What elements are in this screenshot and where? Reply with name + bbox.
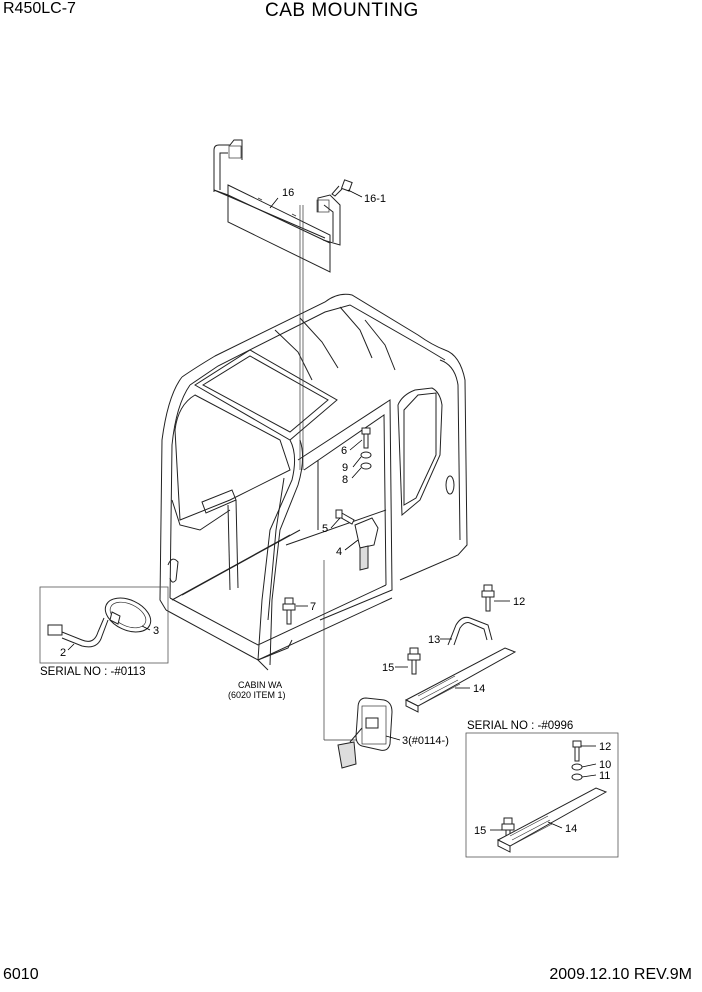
mirror-right [337,697,393,769]
callout-14b: 14 [565,823,577,835]
leader-lines [67,189,597,831]
bracket-4 [354,517,379,571]
cabin-note-line1: CABIN WA [238,680,282,690]
bolt-12 [481,584,495,612]
sun-visor [213,139,341,273]
callout-8: 8 [342,474,348,486]
callout-5: 5 [322,523,328,535]
serial-note-right: SERIAL NO : -#0996 [467,720,573,732]
bolt-15 [407,647,421,675]
page-number: 6010 [3,966,39,983]
cabin-note-line2: (6020 ITEM 1) [228,690,286,700]
bolt-16-1 [331,179,353,197]
revision-date: 2009.12.10 REV.9M [549,966,692,983]
callout-3: 3 [153,625,159,637]
bolt-6 [361,427,371,449]
callout-12: 12 [513,596,525,608]
bolt-12b [572,740,582,762]
callout-14: 14 [473,683,485,695]
washer-11 [571,773,583,781]
callout-9: 9 [342,462,348,474]
page-title: CAB MOUNTING [265,0,419,21]
callout-16: 16 [282,187,294,199]
washer-9 [360,451,372,459]
callout-4: 4 [336,546,342,558]
mirror-left [104,597,152,633]
callout-16-1: 16-1 [364,193,386,205]
mirror-arm-2 [47,617,109,648]
callout-2: 2 [60,647,66,659]
callout-15b: 15 [474,825,486,837]
step-plate-14b [496,787,608,853]
handrail-13 [447,616,493,646]
serial-box-left [39,586,169,664]
bolt-5 [335,509,355,525]
serial-box-right [465,732,619,858]
callout-15: 15 [382,662,394,674]
callout-3-alt: 3(#0114-) [402,735,449,747]
washer-8 [360,462,372,470]
model-code: R450LC-7 [3,0,76,17]
alignment-lines [299,205,360,741]
cabin-body [159,293,468,671]
callout-7: 7 [310,601,316,613]
callout-11: 11 [599,770,610,782]
washer-10 [571,763,583,771]
serial-note-left: SERIAL NO : -#0113 [40,666,145,678]
callout-12b: 12 [599,741,611,753]
callout-13: 13 [428,634,440,646]
bolt-7 [282,597,296,625]
callout-10: 10 [599,759,611,771]
callout-6: 6 [341,445,347,457]
step-plate-14 [404,647,517,713]
